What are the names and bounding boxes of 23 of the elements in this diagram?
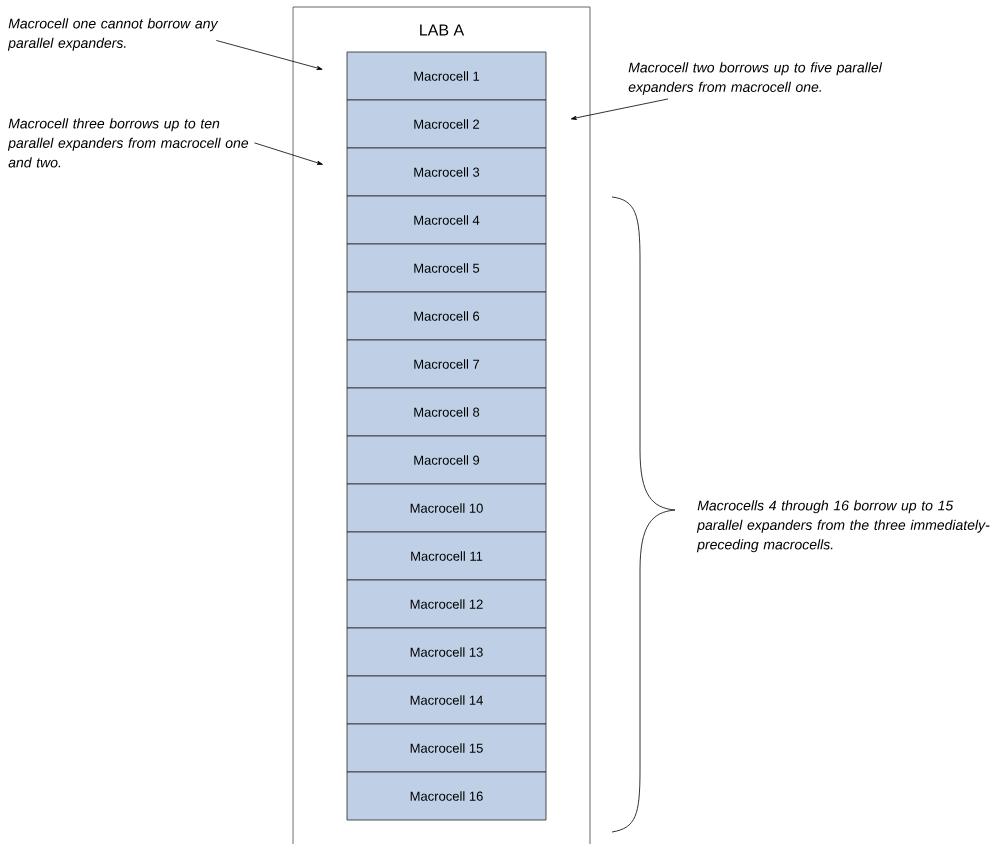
macrocell-box: Macrocell 14 — [346, 675, 547, 725]
brace-note: Macrocells 4 through 16 borrow up to 15 parallel expanders from the three immediately-preceding macrocells. — [696, 500, 990, 553]
macrocell-box: Macrocell 3 — [346, 147, 547, 197]
macrocell-box: Macrocell 4 — [346, 195, 547, 245]
annotation-text: Macrocell two borrows up to five parallel expanders from macrocell one. — [628, 62, 883, 95]
macrocell-box: Macrocell 8 — [346, 387, 547, 437]
macrocell-box: Macrocell 11 — [346, 531, 547, 581]
macrocell-box: Macrocell 15 — [346, 723, 547, 773]
macrocell-box: Macrocell 12 — [346, 579, 547, 629]
macrocell-box: Macrocell 10 — [346, 483, 547, 533]
arrow — [254, 142, 323, 165]
macrocell-box: Macrocell 6 — [346, 291, 547, 341]
arrow — [570, 98, 669, 120]
macrocell-box: Macrocell 16 — [346, 771, 547, 821]
macrocell-box: Macrocell 2 — [346, 99, 547, 149]
macrocell-box: Macrocell 9 — [346, 435, 547, 485]
arrow — [216, 40, 323, 70]
annotation-text: Macrocell one cannot borrow any parallel expanders. — [7, 18, 219, 51]
macrocell-box: Macrocell 5 — [346, 243, 547, 293]
macrocell-box: Macrocell 1 — [346, 51, 547, 101]
macrocell-box: Macrocell 13 — [346, 627, 547, 677]
macrocell-box: Macrocell 7 — [346, 339, 547, 389]
annotation-text: Macrocell three borrows up to ten parallel expanders from macrocell one and two. — [7, 118, 249, 168]
